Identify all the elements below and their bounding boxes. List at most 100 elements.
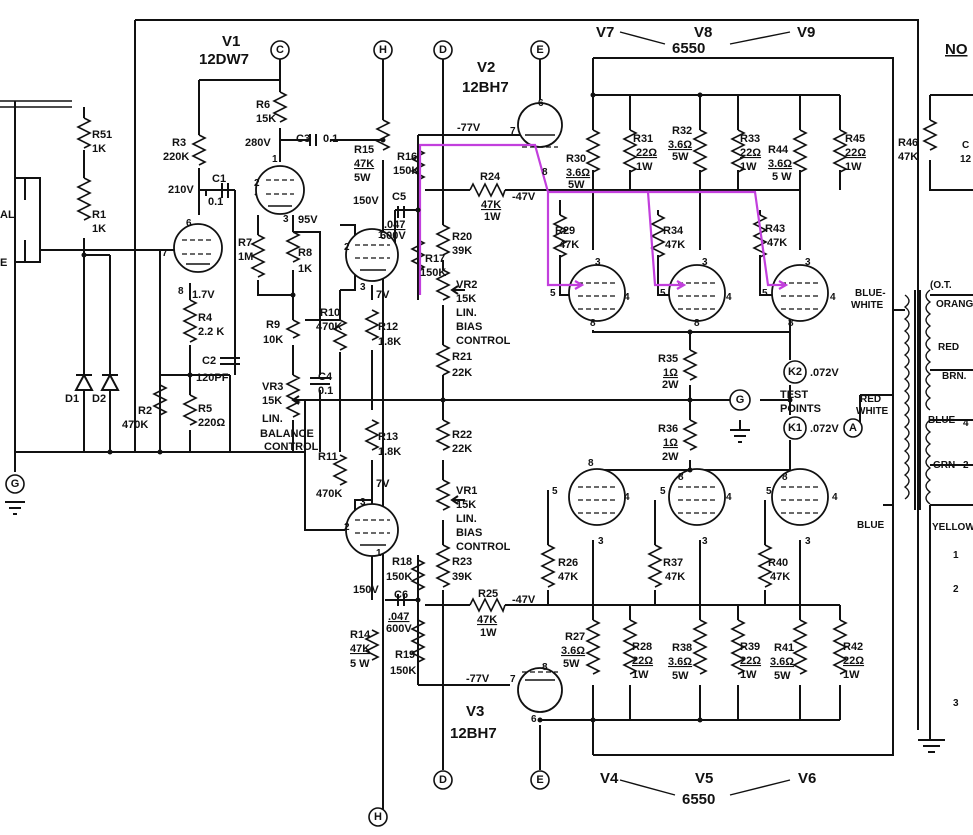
svg-text:2.2 K: 2.2 K (198, 326, 224, 338)
svg-text:C4: C4 (318, 371, 333, 383)
svg-text:3: 3 (360, 497, 366, 508)
svg-text:47K: 47K (767, 237, 787, 249)
svg-text:5: 5 (660, 288, 666, 299)
svg-text:10K: 10K (263, 334, 283, 346)
svg-text:D2: D2 (92, 393, 106, 405)
svg-text:7V: 7V (376, 289, 390, 301)
transformer-labels: BLUE- WHITE RED WHITE BLUE (O.T. ORANG R… (851, 140, 973, 709)
svg-text:3.6Ω: 3.6Ω (561, 645, 585, 657)
svg-text:47K: 47K (665, 571, 685, 583)
svg-text:22Ω: 22Ω (632, 655, 653, 667)
svg-text:R25: R25 (478, 588, 498, 600)
svg-text:BLUE-: BLUE- (855, 288, 886, 299)
svg-text:-47V: -47V (512, 594, 536, 606)
svg-text:BIAS: BIAS (456, 321, 482, 333)
label-v6: V6 (798, 770, 816, 787)
svg-text:150K: 150K (386, 571, 412, 583)
svg-text:1: 1 (378, 230, 384, 241)
potentiometer-labels: VR2 15K LIN. BIAS CONTROL VR1 15K LIN. B… (260, 279, 511, 553)
svg-text:1W: 1W (636, 161, 653, 173)
highlighted-signal-path (418, 143, 789, 295)
svg-text:2: 2 (344, 242, 350, 253)
connector-e-bottom: E (530, 770, 550, 790)
svg-text:RED: RED (938, 342, 959, 353)
svg-text:R20: R20 (452, 231, 472, 243)
diode-symbols (74, 372, 120, 391)
svg-text:R10: R10 (320, 307, 340, 319)
connector-h-bottom: H (368, 807, 388, 827)
svg-text:3.6Ω: 3.6Ω (770, 656, 794, 668)
svg-text:95V: 95V (298, 214, 318, 226)
potentiometer-wipers (285, 285, 465, 505)
svg-text:3.6Ω: 3.6Ω (668, 656, 692, 668)
svg-text:3: 3 (805, 257, 811, 268)
svg-text:220Ω: 220Ω (198, 417, 225, 429)
svg-text:6: 6 (186, 218, 192, 229)
svg-text:8: 8 (788, 318, 794, 329)
svg-text:R1: R1 (92, 209, 106, 221)
svg-text:V3: V3 (466, 703, 484, 720)
svg-text:22K: 22K (452, 367, 472, 379)
svg-text:15K: 15K (256, 113, 276, 125)
svg-text:5W: 5W (568, 179, 585, 191)
svg-text:R16: R16 (397, 151, 417, 163)
capacitor-symbols (200, 134, 405, 606)
svg-text:C6: C6 (394, 589, 408, 601)
svg-text:CONTROL: CONTROL (456, 541, 511, 553)
svg-text:A: A (849, 422, 857, 434)
svg-text:R37: R37 (663, 557, 683, 569)
svg-text:D: D (439, 44, 447, 56)
svg-text:R6: R6 (256, 99, 270, 111)
svg-text:600V: 600V (386, 623, 412, 635)
svg-text:0.1: 0.1 (318, 385, 333, 397)
svg-text:H: H (379, 44, 387, 56)
svg-text:RED: RED (860, 394, 881, 405)
svg-text:BLUE: BLUE (928, 415, 956, 426)
svg-text:5W: 5W (774, 670, 791, 682)
svg-text:4: 4 (726, 492, 732, 503)
svg-text:5: 5 (552, 486, 558, 497)
svg-text:470K: 470K (316, 321, 342, 333)
svg-text:12: 12 (960, 154, 972, 165)
svg-text:R2: R2 (138, 405, 152, 417)
svg-text:47K: 47K (770, 571, 790, 583)
tube-type-bottom: 6550 (682, 791, 715, 808)
resistor-symbols (76, 91, 938, 675)
svg-text:600V: 600V (380, 230, 406, 242)
svg-text:7: 7 (510, 126, 516, 137)
svg-text:R15: R15 (354, 144, 374, 156)
svg-text:5: 5 (762, 288, 768, 299)
svg-text:47K: 47K (350, 643, 370, 655)
svg-text:2: 2 (344, 522, 350, 533)
svg-text:1W: 1W (480, 627, 497, 639)
svg-text:E: E (0, 257, 7, 269)
svg-text:1W: 1W (632, 669, 649, 681)
svg-text:120PF: 120PF (196, 372, 229, 384)
wiring (0, 19, 973, 820)
svg-text:1M: 1M (238, 251, 253, 263)
svg-text:R7: R7 (238, 237, 252, 249)
svg-text:R33: R33 (740, 133, 760, 145)
svg-text:22Ω: 22Ω (843, 655, 864, 667)
svg-text:R39: R39 (740, 641, 760, 653)
svg-text:E: E (536, 774, 543, 786)
capacitor-labels: C1 0.1 C2 120PF C3 0.1 C4 0.1 C5 .047 60… (196, 133, 412, 635)
svg-text:K2: K2 (788, 366, 802, 378)
svg-text:1K: 1K (92, 223, 106, 235)
svg-text:12BH7: 12BH7 (462, 79, 509, 96)
svg-text:8: 8 (678, 472, 684, 483)
svg-text:R23: R23 (452, 556, 472, 568)
svg-text:R21: R21 (452, 351, 472, 363)
tube-type-top: 6550 (672, 40, 705, 57)
label-v8: V8 (694, 24, 712, 41)
svg-text:3.6Ω: 3.6Ω (768, 158, 792, 170)
svg-text:220K: 220K (163, 151, 189, 163)
svg-text:1Ω: 1Ω (663, 437, 678, 449)
svg-text:5W: 5W (672, 151, 689, 163)
svg-text:R28: R28 (632, 641, 652, 653)
svg-text:R11: R11 (318, 451, 338, 463)
svg-text:R31: R31 (633, 133, 653, 145)
tube-labels: V1 12DW7 V2 12BH7 V3 12BH7 (199, 33, 509, 742)
svg-text:3: 3 (702, 536, 708, 547)
